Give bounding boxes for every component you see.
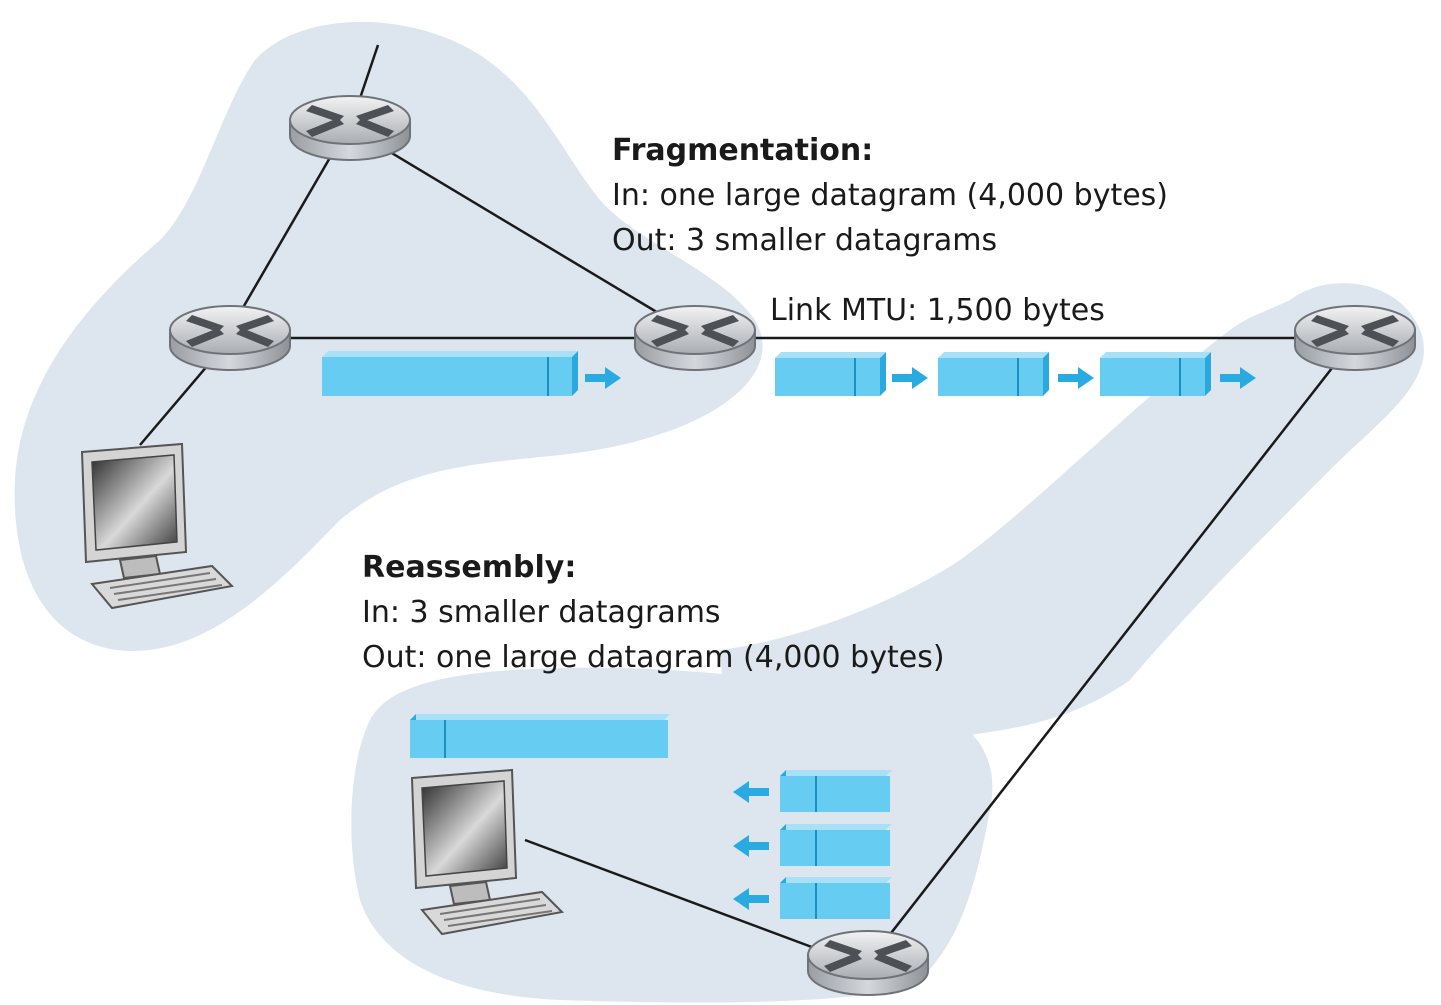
datagram-icon xyxy=(780,770,892,812)
arrow-right-icon xyxy=(1058,367,1094,389)
link-mtu-label: Link MTU: 1,500 bytes xyxy=(770,293,1105,328)
fragmentation-in: In: one large datagram (4,000 bytes) xyxy=(612,178,1168,213)
datagram-icon xyxy=(410,714,670,758)
fragmentation-label: Fragmentation: In: one large datagram (4… xyxy=(612,128,1168,263)
fragmentation-heading: Fragmentation: xyxy=(612,133,874,168)
datagram-icon xyxy=(780,824,892,866)
right-network-region xyxy=(720,283,1424,780)
router-icon xyxy=(169,305,291,371)
source-network-region xyxy=(14,21,763,651)
reassembly-heading: Reassembly: xyxy=(362,550,577,585)
reassembly-out: Out: one large datagram (4,000 bytes) xyxy=(362,640,945,675)
network-links xyxy=(139,44,1355,967)
datagram-icon xyxy=(1100,352,1211,396)
fragmentation-out: Out: 3 smaller datagrams xyxy=(612,223,998,258)
router-icon xyxy=(289,95,411,161)
reassembly-label: Reassembly: In: 3 smaller datagrams Out:… xyxy=(362,545,945,680)
arrow-right-icon xyxy=(892,367,928,389)
reassembly-in: In: 3 smaller datagrams xyxy=(362,595,721,630)
datagram-icon xyxy=(938,352,1049,396)
router-icon xyxy=(634,305,756,371)
router-icon xyxy=(1294,305,1416,371)
datagram-icon xyxy=(780,877,892,919)
router-icon xyxy=(807,930,929,996)
datagram-icon xyxy=(775,352,886,396)
datagram-icon xyxy=(322,351,578,396)
